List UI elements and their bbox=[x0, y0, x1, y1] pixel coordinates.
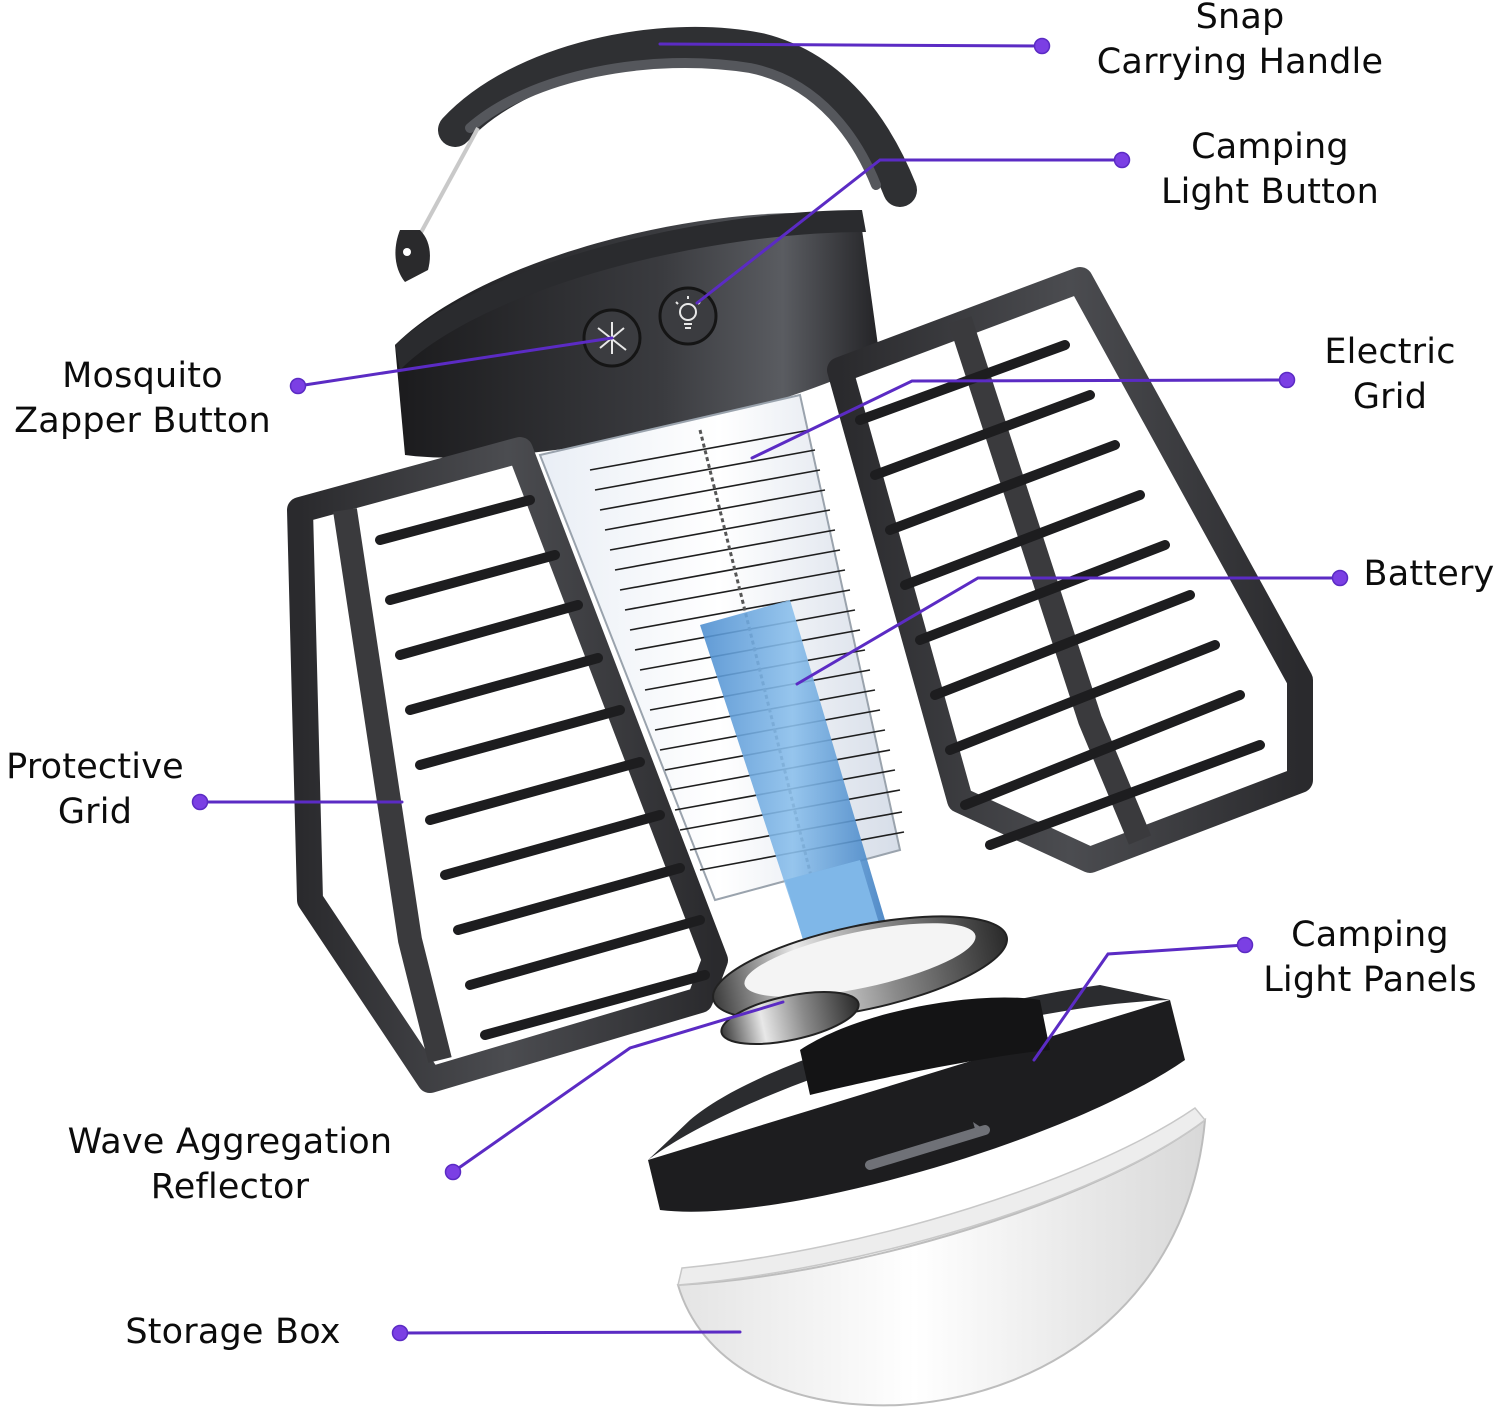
light-button bbox=[658, 286, 718, 346]
dot-handle bbox=[1033, 37, 1051, 55]
label-protective-grid: Protective Grid bbox=[6, 747, 184, 832]
leader-electric-grid bbox=[750, 378, 1289, 460]
protective-grid-left bbox=[287, 437, 728, 1093]
carrying-handle bbox=[395, 26, 917, 282]
dot-light-button bbox=[1113, 151, 1131, 169]
label-wave-aggregation-reflector: Wave Aggregation Reflector bbox=[67, 1122, 393, 1207]
wave-aggregation-reflector bbox=[712, 915, 1008, 1045]
leader-handle bbox=[658, 42, 1044, 48]
leader-dots bbox=[191, 37, 1349, 1342]
label-camping-light-button: Camping Light Button bbox=[1160, 127, 1380, 212]
top-cap bbox=[395, 210, 880, 458]
leader-battery bbox=[795, 576, 1342, 686]
leader-lines bbox=[198, 42, 1342, 1335]
leader-storage-box bbox=[398, 1330, 742, 1335]
leader-light-panels bbox=[1032, 943, 1247, 1062]
dot-light-panels bbox=[1236, 936, 1254, 954]
label-camping-light-panels: Camping Light Panels bbox=[1263, 915, 1477, 1000]
dot-protective-grid bbox=[191, 793, 209, 811]
dot-electric-grid bbox=[1278, 371, 1296, 389]
label-mosquito-zapper-button: Mosquito Zapper Button bbox=[14, 356, 271, 441]
leader-reflector bbox=[451, 1000, 785, 1174]
dot-battery bbox=[1331, 569, 1349, 587]
label-storage-box: Storage Box bbox=[125, 1312, 341, 1352]
dot-reflector bbox=[444, 1163, 462, 1181]
protective-grid-right bbox=[827, 267, 1313, 873]
dot-storage-box bbox=[391, 1324, 409, 1342]
camping-light-panels bbox=[648, 985, 1185, 1212]
label-battery: Battery bbox=[1363, 554, 1495, 594]
dot-zapper-button bbox=[289, 377, 307, 395]
label-snap-carrying-handle: Snap Carrying Handle bbox=[1096, 0, 1384, 82]
leader-zapper-button bbox=[296, 336, 614, 388]
storage-box bbox=[676, 1106, 1207, 1407]
label-electric-grid: Electric Grid bbox=[1324, 332, 1456, 417]
leader-light-button bbox=[695, 158, 1124, 305]
